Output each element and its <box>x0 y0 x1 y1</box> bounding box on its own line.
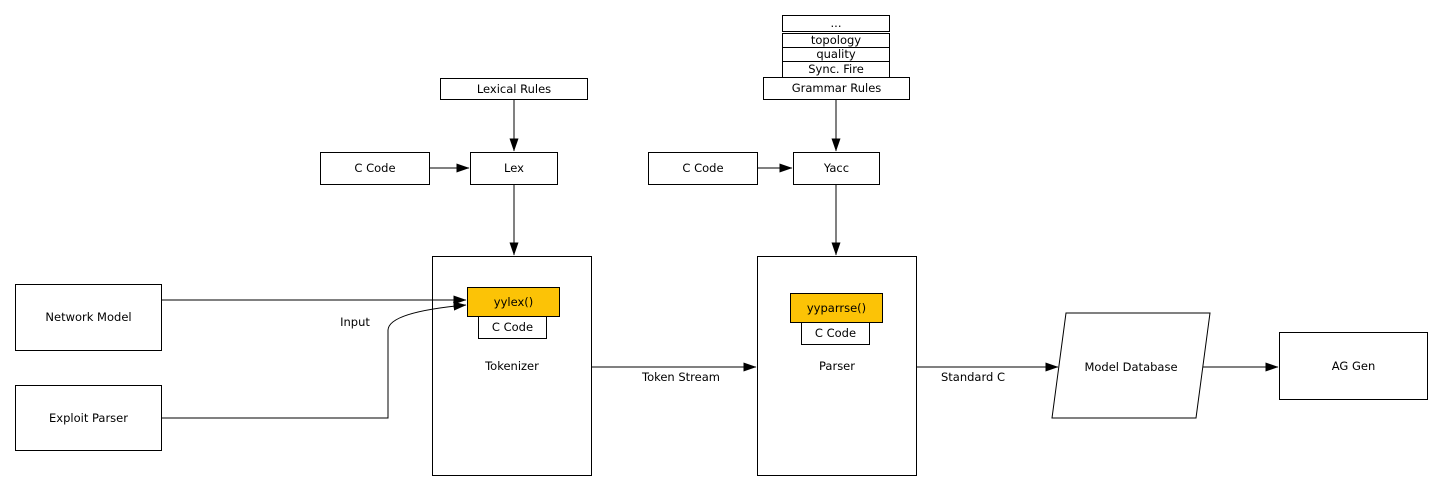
stack-row-sync-fire: Sync. Fire <box>782 61 890 78</box>
node-exploit-parser: Exploit Parser <box>15 385 162 451</box>
network-model-label: Network Model <box>45 310 132 325</box>
stack-row-dots: ... <box>782 15 890 32</box>
stack-row-quality: quality <box>782 47 890 62</box>
c-code-tokenizer-label: C Code <box>491 320 534 335</box>
node-yyparse: yyparrse() <box>790 293 883 323</box>
node-parser <box>757 256 917 476</box>
node-c-code-lex: C Code <box>320 152 430 185</box>
tokenizer-label: Tokenizer <box>485 359 539 373</box>
c-code-parser-label: C Code <box>814 326 857 341</box>
grammar-rules-label: Grammar Rules <box>791 81 882 96</box>
node-ag-gen: AG Gen <box>1279 332 1428 400</box>
node-network-model: Network Model <box>15 284 162 351</box>
exploit-parser-label: Exploit Parser <box>49 410 128 425</box>
edge-label-token-stream: Token Stream <box>642 370 720 384</box>
node-yylex: yylex() <box>467 287 560 317</box>
parser-label: Parser <box>819 359 855 373</box>
c-code-yacc-label: C Code <box>682 161 724 176</box>
lexical-rules-label: Lexical Rules <box>476 81 552 96</box>
node-tokenizer <box>432 256 592 476</box>
node-grammar-rules: Grammar Rules <box>763 77 910 100</box>
stack-row-quality-label: quality <box>816 47 856 62</box>
node-lexical-rules: Lexical Rules <box>440 78 588 100</box>
node-yacc: Yacc <box>793 152 880 185</box>
stack-row-topology: topology <box>782 33 890 48</box>
c-code-lex-label: C Code <box>354 161 396 176</box>
node-lex: Lex <box>470 152 558 185</box>
node-c-code-parser: C Code <box>801 322 870 345</box>
node-c-code-yacc: C Code <box>648 152 758 185</box>
edge-label-input: Input <box>340 315 370 329</box>
yacc-label: Yacc <box>823 161 850 176</box>
stack-row-sync-fire-label: Sync. Fire <box>808 62 864 77</box>
stack-row-topology-label: topology <box>810 33 862 48</box>
yylex-label: yylex() <box>493 294 534 309</box>
node-c-code-tokenizer: C Code <box>478 316 547 339</box>
ag-gen-label: AG Gen <box>1331 358 1376 373</box>
edge-label-standard-c: Standard C <box>940 370 1005 384</box>
yyparse-label: yyparrse() <box>806 300 867 315</box>
stack-row-dots-label: ... <box>830 16 842 31</box>
model-database-label: Model Database <box>1084 360 1178 374</box>
lex-label: Lex <box>504 161 524 176</box>
